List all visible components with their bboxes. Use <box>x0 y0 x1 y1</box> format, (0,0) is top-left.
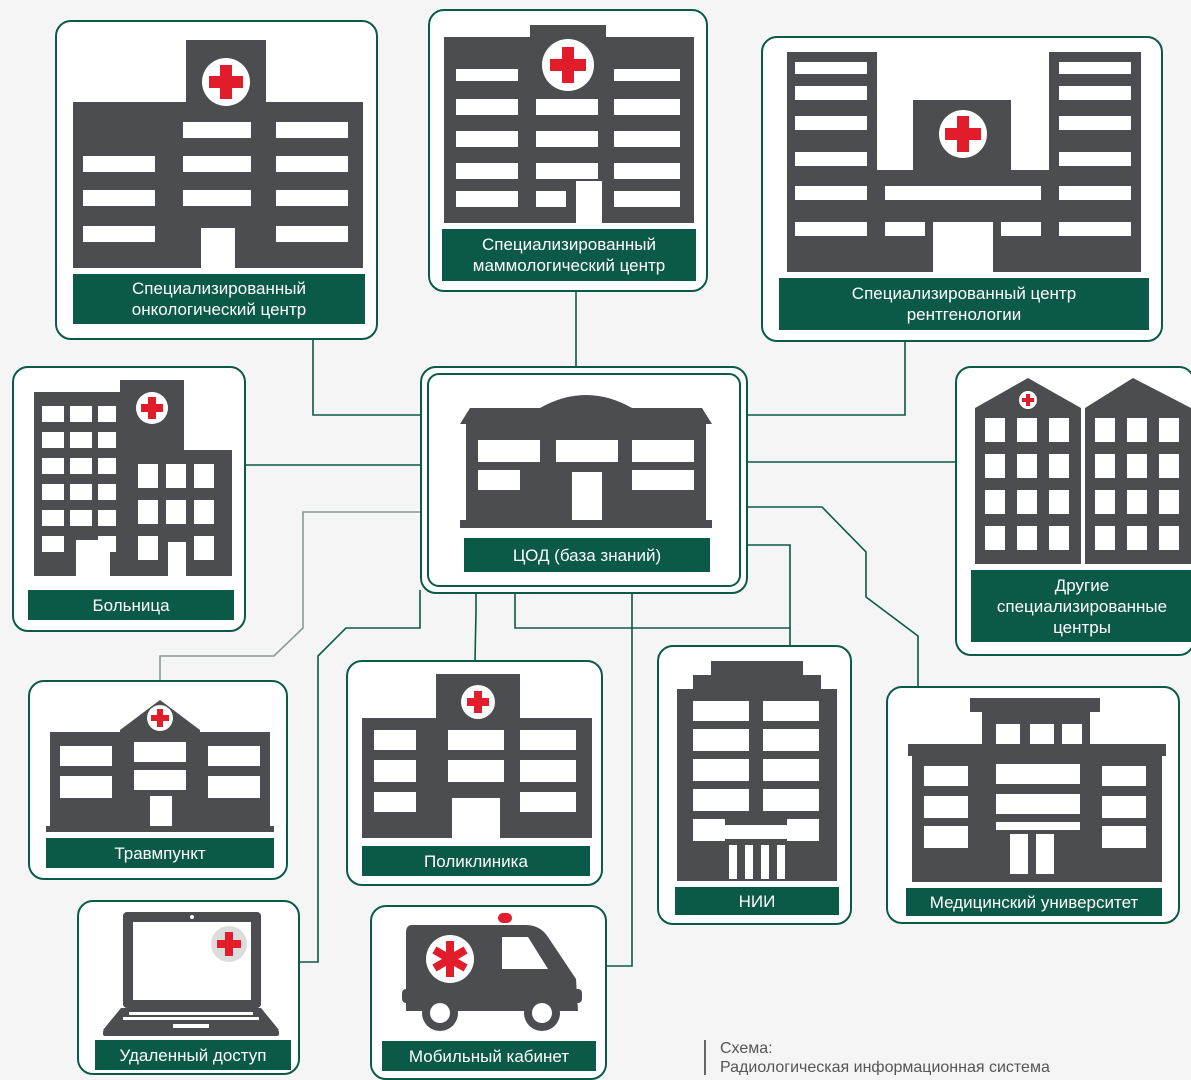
research-building-icon <box>677 661 837 881</box>
node-mammology[interactable]: Специализированный маммологический центр <box>428 9 708 292</box>
connector-radiology <box>747 340 906 416</box>
laptop-icon <box>103 912 279 1036</box>
diagram-caption: Схема: Радиологическая информационная си… <box>704 1040 1184 1075</box>
node-mammology-label: Специализированный маммологический центр <box>442 229 696 281</box>
clinic-building-icon <box>46 700 274 832</box>
connector-trauma <box>159 511 420 680</box>
caption-line-2: Радиологическая информационная система <box>720 1059 1050 1075</box>
hospital-building-icon <box>362 674 592 838</box>
hospital-building-icon <box>34 380 232 576</box>
connector-center-right <box>747 544 791 628</box>
node-trauma[interactable]: Травмпункт <box>28 680 288 880</box>
caption-bar <box>704 1040 706 1075</box>
caption-line-1: Схема: <box>720 1040 773 1057</box>
ambulance-icon <box>402 913 582 1031</box>
node-oncology[interactable]: Специализированный онкологический центр <box>55 20 378 340</box>
connector-university <box>747 506 919 686</box>
node-hospital[interactable]: Больница <box>12 366 246 632</box>
node-oncology-label: Специализированный онкологический центр <box>73 274 365 324</box>
node-radiology[interactable]: Специализированный центр рентгенологии <box>761 36 1163 342</box>
connector-remote <box>300 590 421 963</box>
node-polyclinic[interactable]: Поликлиника <box>346 660 603 886</box>
connector-mobile <box>607 594 633 967</box>
node-university-label: Медицинский университет <box>906 888 1162 916</box>
hospital-building-icon <box>73 40 363 268</box>
node-university[interactable]: Медицинский университет <box>886 686 1180 924</box>
node-institute[interactable]: НИИ <box>657 645 852 925</box>
connector-institute <box>514 594 791 645</box>
node-mobile[interactable]: Мобильный кабинет <box>370 905 607 1080</box>
node-radiology-label: Специализированный центр рентгенологии <box>779 278 1149 330</box>
node-remote[interactable]: Удаленный доступ <box>77 900 300 1075</box>
hospital-building-icon <box>975 378 1191 564</box>
node-other[interactable]: Другие специализированные центры <box>955 366 1191 656</box>
node-mobile-label: Мобильный кабинет <box>382 1041 596 1071</box>
hospital-building-icon <box>444 25 694 223</box>
connector-oncology <box>312 338 420 416</box>
hospital-building-icon <box>787 52 1141 272</box>
node-remote-label: Удаленный доступ <box>95 1040 291 1070</box>
node-center-label: ЦОД (база знаний) <box>464 538 710 572</box>
node-other-label: Другие специализированные центры <box>971 570 1191 642</box>
university-building-icon <box>908 698 1166 882</box>
node-hospital-label: Больница <box>28 590 234 620</box>
data-center-building-icon <box>460 395 712 528</box>
connector-polyclinic <box>474 594 477 661</box>
node-institute-label: НИИ <box>675 887 839 915</box>
node-polyclinic-label: Поликлиника <box>362 846 590 876</box>
node-trauma-label: Травмпункт <box>46 838 274 868</box>
node-center[interactable]: ЦОД (база знаний) <box>420 366 748 594</box>
